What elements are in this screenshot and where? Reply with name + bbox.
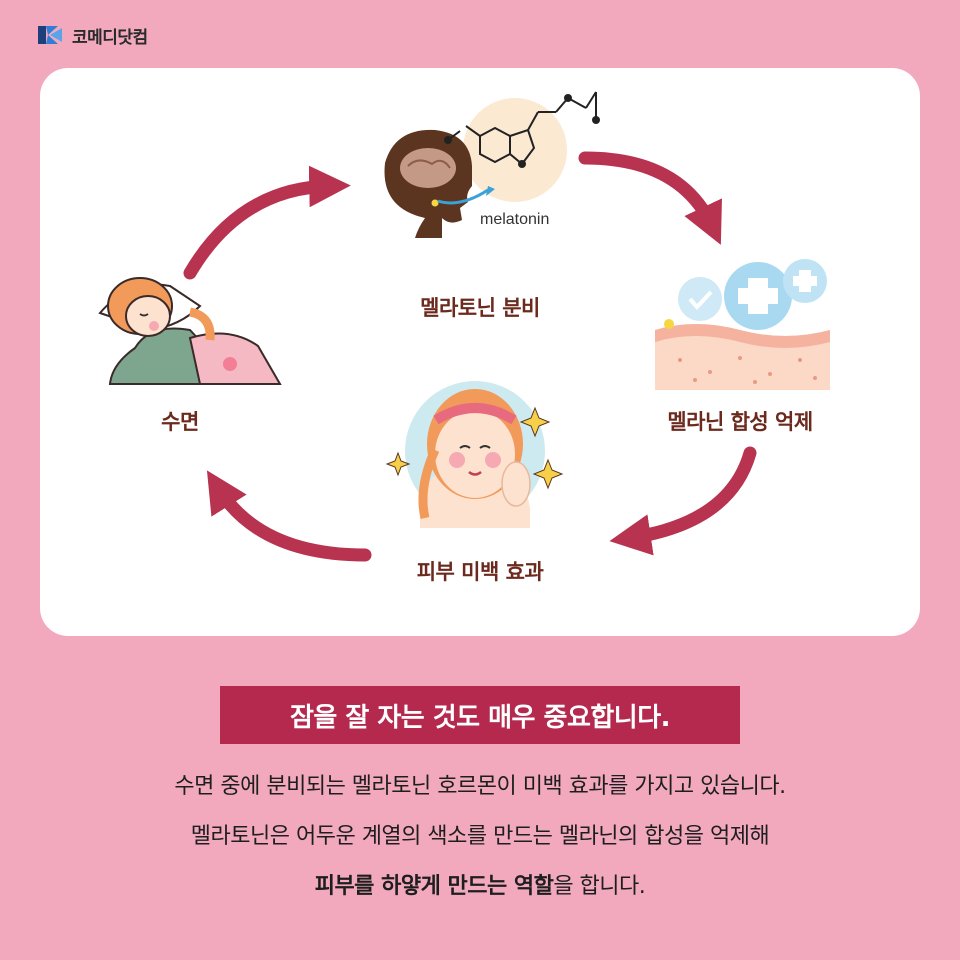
headline-banner: 잠을 잘 자는 것도 매우 중요합니다. [220, 686, 740, 744]
brand-logo-icon [38, 26, 62, 44]
body-line-3-bold: 피부를 하얗게 만드는 역할 [314, 874, 554, 899]
headline-text: 잠을 잘 자는 것도 매우 중요합니다. [289, 702, 671, 733]
step-label-sleep: 수면 [161, 410, 199, 434]
arrow-melatonin-to-suppress [578, 151, 722, 245]
skin-plus-icon [655, 259, 830, 390]
molecule-label: melatonin [480, 211, 550, 228]
step-label-skin: 피부 미백 효과 [416, 560, 544, 584]
brand-logo: 코메디닷컴 [36, 20, 148, 50]
step-label-suppress: 멜라닌 합성 억제 [667, 410, 813, 434]
body-line-1: 수면 중에 분비되는 멜라토닌 호르몬이 미백 효과를 가지고 있습니다. [174, 774, 786, 799]
glowing-face-icon [385, 381, 564, 528]
step-label-melatonin: 멜라토닌 분비 [420, 296, 540, 320]
cycle-card: melatonin 멜라토닌 분비 멜라닌 합성 억제 피부 미백 효과 수면 [40, 68, 920, 636]
arrow-suppress-to-skin [609, 446, 757, 556]
sleeping-woman-icon [98, 277, 282, 385]
brain-melatonin-icon [384, 91, 600, 238]
body-line-2: 멜라토닌은 어두운 계열의 색소를 만드는 멜라닌의 합성을 억제해 [190, 824, 770, 849]
body-line-3: 피부를 하얗게 만드는 역할을 합니다. [0, 868, 960, 900]
arrow-skin-to-sleep [206, 470, 372, 562]
arrow-sleep-to-melatonin [183, 165, 351, 280]
cycle-diagram [98, 91, 830, 562]
body-line-3-rest: 을 합니다. [553, 874, 646, 899]
brand-name: 코메디닷컴 [72, 27, 148, 48]
